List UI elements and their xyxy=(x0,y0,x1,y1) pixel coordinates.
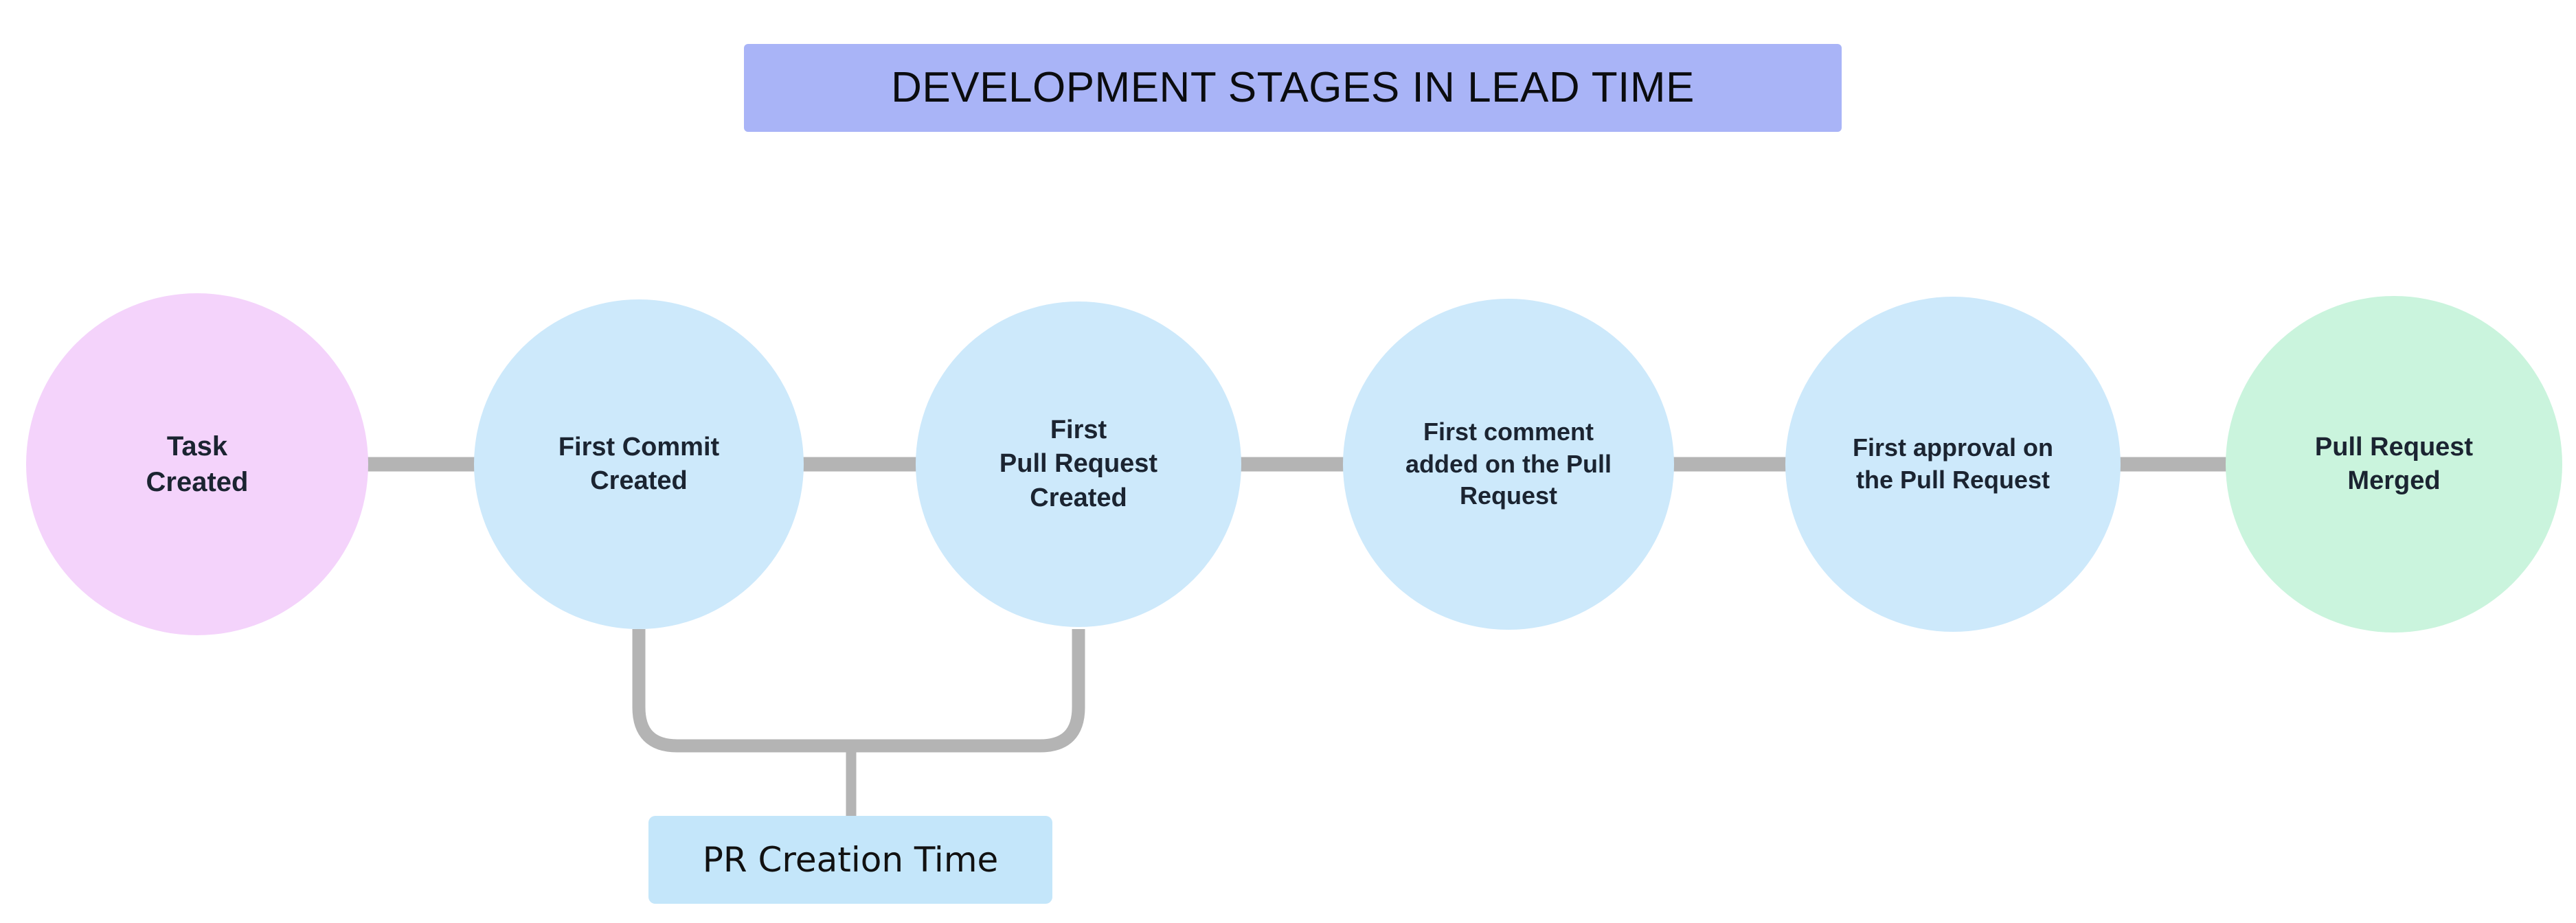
node-first-comment-on-pr-label: First comment added on the Pull Request xyxy=(1405,417,1612,510)
node-first-commit-created-label: First Commit Created xyxy=(558,432,720,495)
node-pull-request-merged-label: Pull Request Merged xyxy=(2314,432,2474,495)
bracket-left-arm xyxy=(632,629,851,753)
node-first-commit-created[interactable]: First Commit Created xyxy=(474,299,804,629)
annotation-pr-creation-time-label: PR Creation Time xyxy=(702,840,999,880)
node-first-approval-on-pr[interactable]: First approval on the Pull Request xyxy=(1785,297,2121,632)
node-first-pull-request-created[interactable]: First Pull Request Created xyxy=(916,301,1241,627)
node-task-created[interactable]: Task Created xyxy=(26,293,368,635)
node-task-created-label: Task Created xyxy=(146,431,249,497)
diagram-title-text: DEVELOPMENT STAGES IN LEAD TIME xyxy=(891,64,1695,111)
diagram-title-banner: DEVELOPMENT STAGES IN LEAD TIME xyxy=(744,44,1842,132)
annotation-pr-creation-time[interactable]: PR Creation Time xyxy=(648,816,1052,904)
node-pull-request-merged[interactable]: Pull Request Merged xyxy=(2226,296,2562,633)
node-first-comment-on-pr[interactable]: First comment added on the Pull Request xyxy=(1343,299,1674,630)
bracket-right-arm xyxy=(851,629,1085,753)
node-first-pull-request-created-label: First Pull Request Created xyxy=(999,415,1158,512)
node-first-approval-on-pr-label: First approval on the Pull Request xyxy=(1852,433,2054,494)
